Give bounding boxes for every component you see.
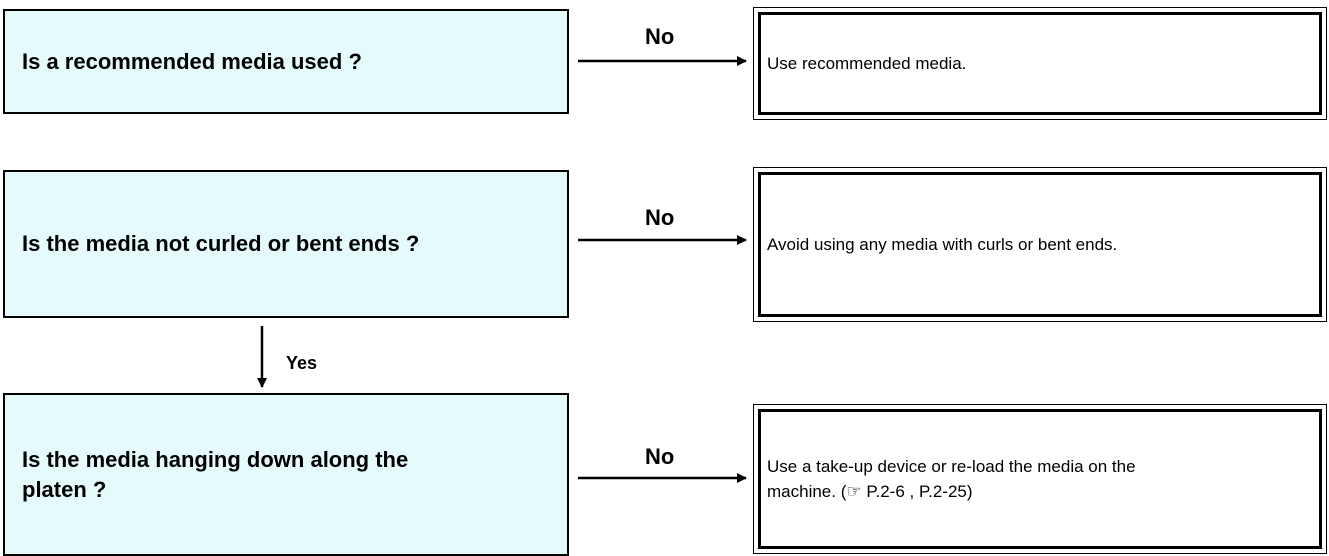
question-1-text: Is a recommended media used ? <box>22 48 362 74</box>
no-label-2: No <box>645 205 675 230</box>
answer-1-text: Use recommended media. <box>767 53 967 73</box>
answer-box-3: Use a take-up device or re-load the medi… <box>753 404 1327 554</box>
answer-box-1: Use recommended media. <box>753 7 1327 120</box>
question-box-3: Is the media hanging down along the plat… <box>3 393 569 556</box>
answer-2-text: Avoid using any media with curls or bent… <box>767 234 1118 254</box>
answer-box-2: Avoid using any media with curls or bent… <box>753 167 1327 322</box>
question-box-2: Is the media not curled or bent ends ? <box>3 170 569 318</box>
answer-box-3-inner: Use a take-up device or re-load the medi… <box>758 409 1322 549</box>
yes-label: Yes <box>286 353 318 373</box>
answer-3-text: Use a take-up device or re-load the medi… <box>767 454 1136 505</box>
answer-3-line2-prefix: machine. ( <box>767 482 847 501</box>
no-label-3: No <box>645 444 675 469</box>
answer-3-ref: P.2-6 , P.2-25) <box>866 482 973 501</box>
no-label-1: No <box>645 24 675 49</box>
answer-3-line1: Use a take-up device or re-load the medi… <box>767 456 1136 476</box>
question-2-text: Is the media not curled or bent ends ? <box>22 231 420 257</box>
question-3-text: Is the media hanging down along the plat… <box>22 446 409 502</box>
answer-box-1-inner: Use recommended media. <box>758 12 1322 115</box>
answer-box-2-inner: Avoid using any media with curls or bent… <box>758 172 1322 317</box>
question-box-1: Is a recommended media used ? <box>3 9 569 114</box>
pointing-hand-icon: ☞ <box>846 482 862 501</box>
